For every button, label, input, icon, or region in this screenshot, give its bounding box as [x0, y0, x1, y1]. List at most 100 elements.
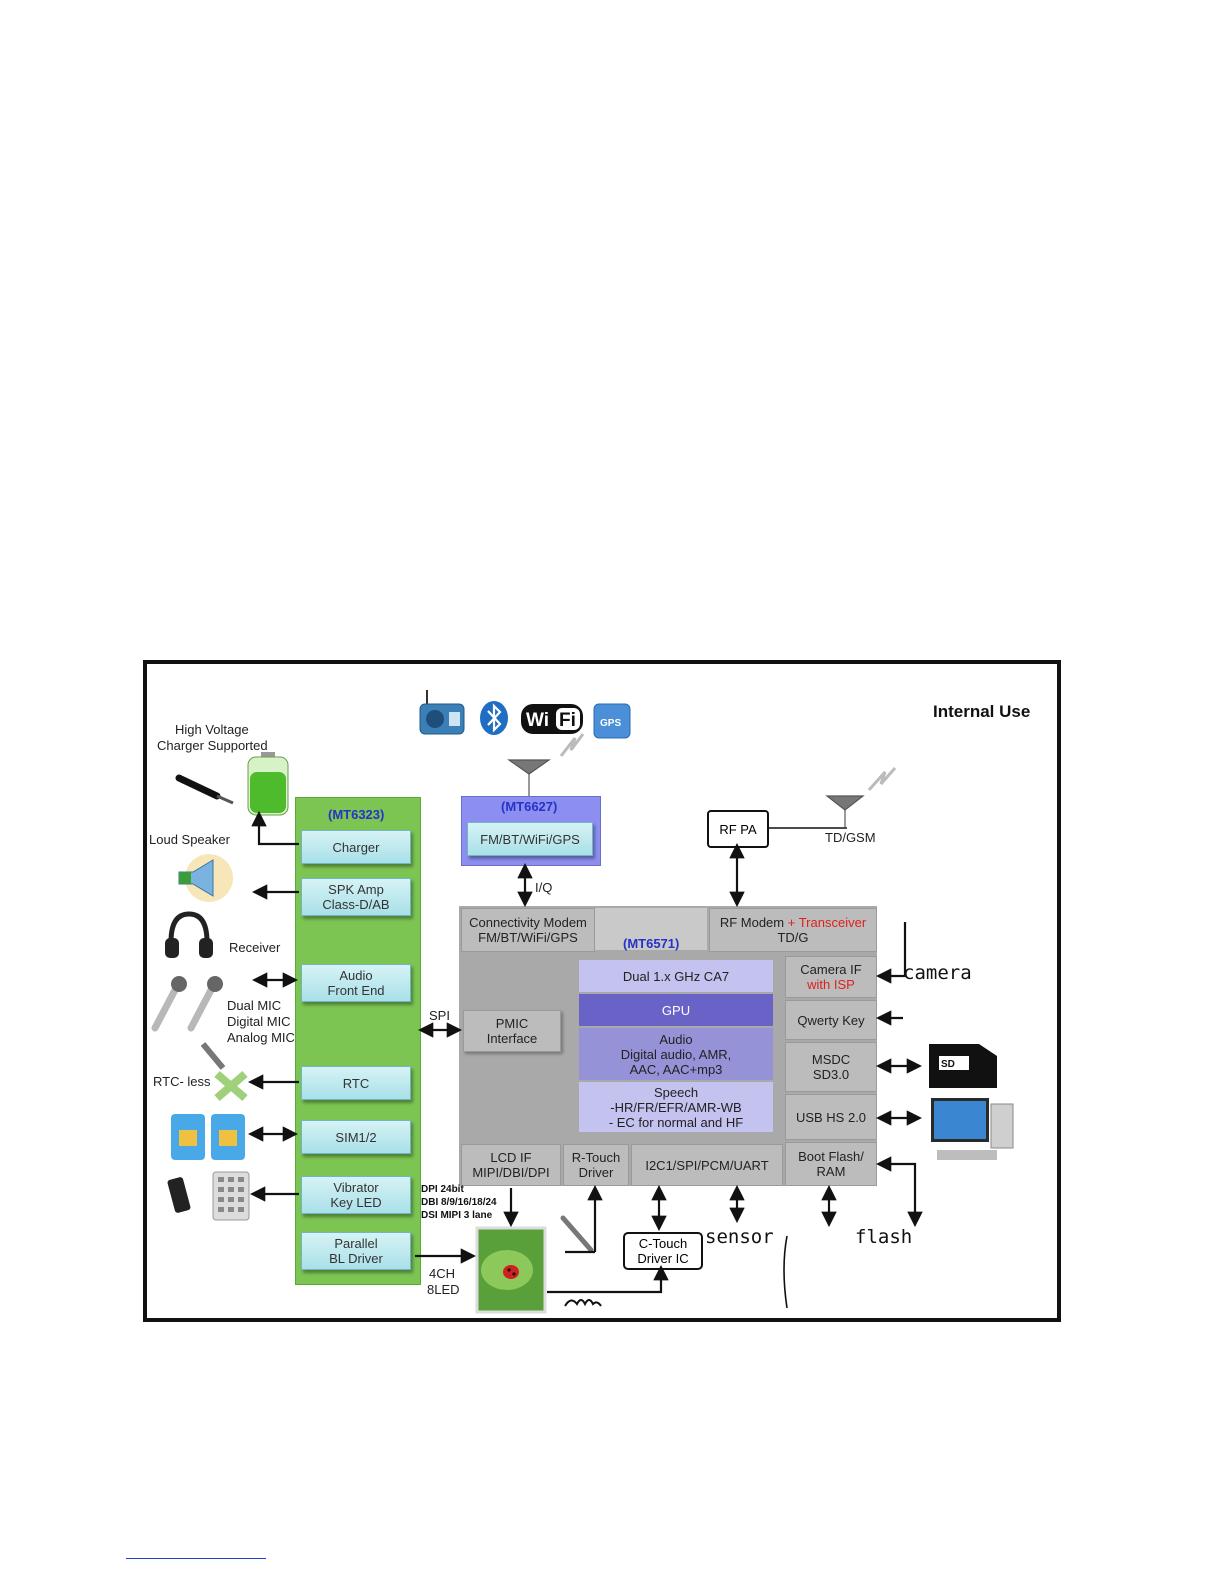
sim-block: SIM1/2 [301, 1120, 411, 1154]
microphone-icon [149, 976, 229, 1032]
svg-text:SD: SD [941, 1059, 955, 1070]
audio-fe-line1: Audio [339, 968, 373, 983]
boot-line2: RAM [816, 1164, 846, 1179]
mic-line2: Digital MIC [227, 1014, 291, 1029]
stylus-icon [559, 1214, 595, 1254]
td-gsm-label: TD/GSM [825, 830, 876, 845]
audio-line2: Digital audio, AMR, [620, 1046, 732, 1062]
led-line2: 8LED [427, 1282, 460, 1297]
svg-text:Wi: Wi [526, 710, 549, 731]
msdc-line1: MSDC [811, 1052, 851, 1067]
gps-icon: GPS [593, 703, 631, 739]
rtc-text: RTC [342, 1075, 370, 1091]
footer-rule [126, 1558, 266, 1559]
sensor-annotation: sensor [705, 1226, 774, 1248]
rtouch-line2: Driver [578, 1165, 614, 1180]
pmic-chip-label: (MT6323) [328, 807, 385, 822]
pmic-if-line2: Interface [486, 1031, 538, 1046]
rtc-block: RTC [301, 1066, 411, 1100]
camera-if-line2: with ISP [807, 977, 855, 992]
receiver-label: Receiver [229, 940, 281, 955]
iq-label: I/Q [535, 880, 553, 895]
battery-icon [247, 752, 289, 816]
flash-annotation: flash [855, 1226, 913, 1248]
lcd-line1: LCD IF [490, 1150, 532, 1165]
crystal-icon [200, 1040, 249, 1102]
radio-icon [419, 686, 465, 736]
rf-modem-line1b: + Transceiver [787, 915, 867, 930]
rtc-less-label: RTC- less [153, 1074, 211, 1089]
ctouch-line1: C-Touch [638, 1236, 688, 1251]
keypad-icon [212, 1171, 250, 1221]
mic-line1: Dual MIC [227, 998, 282, 1013]
led-line1: 4CH [429, 1266, 456, 1281]
antenna-rf [825, 767, 897, 828]
parallel-line2: BL Driver [329, 1251, 383, 1266]
computer-icon [931, 1098, 1017, 1164]
svg-text:Fi: Fi [559, 710, 576, 731]
sim-cards-icon [171, 1114, 247, 1162]
conn-modem-line2: FM/BT/WiFi/GPS [478, 930, 578, 945]
gpu-block: GPU [579, 994, 773, 1026]
sim-text: SIM1/2 [335, 1129, 377, 1145]
boot-line1: Boot Flash/ [798, 1149, 864, 1164]
speech-line1: Speech [653, 1084, 699, 1100]
vibrator-line2: Key LED [330, 1195, 382, 1210]
charger-plug-icon [175, 772, 237, 806]
speech-line2: -HR/FR/EFR/AMR-WB [610, 1099, 742, 1115]
rtouch-line1: R-Touch [571, 1150, 621, 1165]
arrow-touch-ctouch [547, 1264, 669, 1294]
charger-note-line2: Charger Supported [157, 738, 268, 753]
sd-card-icon: SD [929, 1042, 999, 1090]
gps-icon-text: GPS [600, 718, 621, 729]
speaker-icon [173, 852, 243, 904]
rf-modem-block: RF Modem + Transceiver TD/G [709, 908, 877, 952]
pmic-if-line1: PMIC [495, 1016, 529, 1031]
rf-pa-text: RF PA [719, 821, 757, 837]
i2c-text: I2C1/SPI/PCM/UART [645, 1157, 769, 1173]
lcd-screen-icon [475, 1226, 547, 1314]
msdc-line2: SD3.0 [812, 1067, 850, 1082]
rf-modem-line1a: RF Modem [719, 915, 785, 930]
cpu-text: Dual 1.x GHz CA7 [622, 968, 730, 984]
wifi-icon: Wi Fi [521, 704, 583, 734]
arrow-flash-line [875, 1156, 923, 1228]
loud-speaker-label: Loud Speaker [149, 832, 230, 847]
internal-use-label: Internal Use [933, 702, 1031, 721]
qwerty-text: Qwerty Key [797, 1012, 865, 1028]
rf-modem-line2: TD/G [777, 930, 809, 945]
parallel-line1: Parallel [334, 1236, 378, 1251]
camera-if-line1: Camera IF [800, 962, 862, 977]
spi-label: SPI [429, 1008, 450, 1023]
line-bracket [783, 1235, 788, 1309]
arrow-charger-battery [251, 810, 299, 846]
i2c-block: I2C1/SPI/PCM/UART [631, 1144, 783, 1186]
dpi-line1: DPI 24bit [421, 1184, 464, 1195]
dpi-line3: DSI MIPI 3 lane [421, 1210, 493, 1221]
connectivity-block-text: FM/BT/WiFi/GPS [480, 831, 580, 847]
charger-block: Charger [301, 830, 411, 864]
bluetooth-icon [479, 700, 509, 736]
camera-annotation: camera [903, 962, 972, 984]
vibrating-phone-icon [165, 1174, 193, 1218]
connectivity-chip-label: (MT6627) [501, 799, 558, 814]
rf-modem-line1: RF Modem + Transceiver [720, 915, 866, 930]
conn-modem-line1: Connectivity Modem [469, 915, 587, 930]
soc-top-light [595, 908, 707, 950]
audio-line1: Audio [659, 1031, 693, 1047]
soc-chip-label: (MT6571) [623, 936, 680, 951]
spk-amp-line2: Class-D/AB [322, 897, 390, 912]
boot-flash-block: Boot Flash/RAM [785, 1142, 877, 1186]
